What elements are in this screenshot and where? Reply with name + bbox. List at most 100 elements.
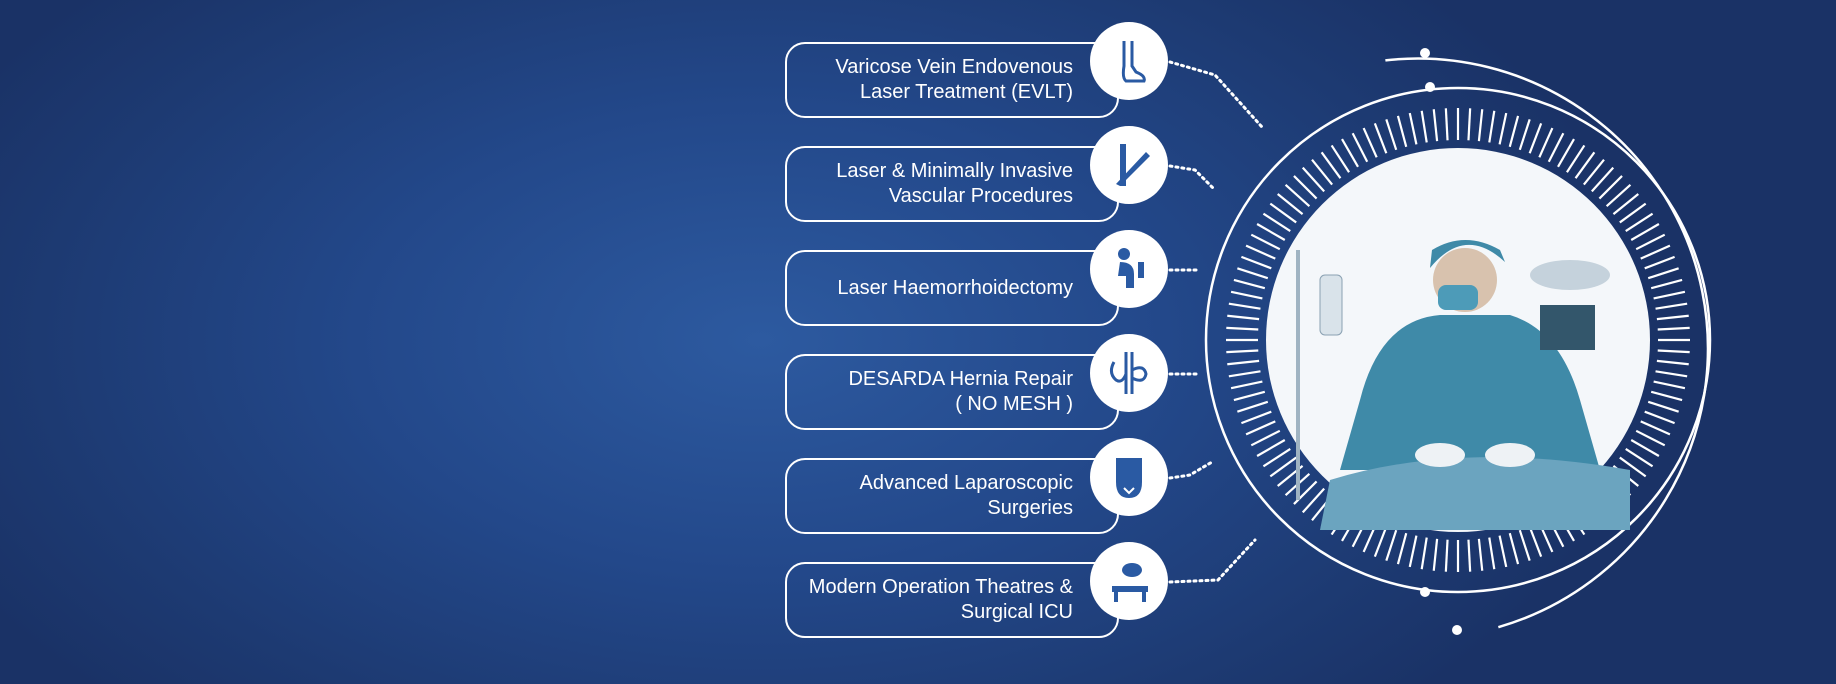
service-item[interactable]: Varicose Vein Endovenous Laser Treatment… <box>785 42 1119 118</box>
ring-tick <box>1467 108 1472 141</box>
ring-tick <box>1547 132 1565 163</box>
ring-tick <box>1293 480 1318 505</box>
ring-tick <box>1518 119 1531 151</box>
ring-tick <box>1508 115 1520 148</box>
ring-tick <box>1566 144 1586 173</box>
ring-tick <box>1269 202 1297 224</box>
service-label: Modern Operation Theatres & Surgical ICU <box>808 576 1073 623</box>
ring-tick <box>1619 456 1647 478</box>
ring-tick <box>1488 537 1496 570</box>
surgeon-illustration <box>1296 240 1630 530</box>
service-item[interactable]: Advanced Laparoscopic Surgeries <box>785 458 1119 534</box>
ring-tick <box>1262 448 1291 468</box>
ring-tick <box>1396 532 1408 565</box>
ring-tick <box>1226 326 1259 331</box>
ring-tick <box>1653 290 1686 300</box>
ring-tick <box>1635 233 1666 251</box>
ring-tick <box>1655 370 1688 378</box>
ring-tick <box>1477 109 1484 142</box>
toilet-person-icon <box>1090 230 1168 308</box>
ring-tick <box>1528 526 1543 557</box>
ring-tick <box>1237 400 1269 413</box>
ring-tick <box>1630 223 1660 241</box>
ring-tick <box>1250 233 1281 251</box>
ring-tick <box>1228 370 1261 378</box>
ring-tick <box>1655 302 1688 310</box>
service-label: DESARDA Hernia Repair ( NO MESH ) <box>848 368 1073 415</box>
ring-tick <box>1574 151 1596 179</box>
ring-tick <box>1408 112 1418 145</box>
outer-ring <box>1204 86 1712 594</box>
ring-tick <box>1644 255 1675 270</box>
ring-tick <box>1301 166 1325 193</box>
ring-tick <box>1250 429 1281 447</box>
connector-dots <box>1168 60 1264 129</box>
ring-tick <box>1619 202 1647 224</box>
service-item[interactable]: Laser & Minimally Invasive Vascular Proc… <box>785 146 1119 222</box>
ring-tick <box>1233 390 1266 402</box>
ring-tick <box>1518 529 1531 561</box>
ring-tick <box>1228 302 1261 310</box>
ring-tick <box>1647 400 1679 413</box>
ring-tick <box>1311 159 1333 186</box>
ring-tick <box>1373 123 1388 154</box>
ring-tick <box>1230 380 1263 390</box>
ring-tick <box>1230 290 1263 300</box>
abdomen-laparoscopy-icon <box>1090 438 1168 516</box>
ring-tick <box>1227 314 1260 321</box>
ring-tick <box>1612 193 1639 215</box>
ring-tick <box>1630 439 1660 457</box>
service-label: Advanced Laparoscopic Surgeries <box>859 472 1073 519</box>
ring-tick <box>1583 159 1605 186</box>
ring-tick <box>1432 538 1439 571</box>
ring-tick <box>1330 144 1350 173</box>
ring-tick <box>1598 175 1623 200</box>
ring-tick <box>1385 119 1398 151</box>
ring-tick <box>1647 267 1679 280</box>
ring-tick <box>1241 255 1272 270</box>
ring-tick <box>1373 526 1388 557</box>
ring-tick <box>1284 183 1311 207</box>
ring-tick <box>1362 127 1378 158</box>
ring-tick <box>1351 132 1369 163</box>
ring-tick <box>1657 326 1690 331</box>
ring-tick <box>1656 359 1689 366</box>
service-item[interactable]: DESARDA Hernia Repair ( NO MESH ) <box>785 354 1119 430</box>
ring-tick <box>1385 529 1398 561</box>
service-item[interactable]: Laser Haemorrhoidectomy <box>785 250 1119 326</box>
ring-tick <box>1557 138 1575 168</box>
ring-tick <box>1650 278 1683 290</box>
ring-tick <box>1262 212 1291 232</box>
ring-tick <box>1226 349 1259 354</box>
ring-tick <box>1640 420 1671 436</box>
ring-tick <box>1625 448 1654 468</box>
ring-tick <box>1644 410 1675 425</box>
ring-tick <box>1432 109 1439 142</box>
ring-tick <box>1245 420 1276 436</box>
ring-tick <box>1293 175 1318 200</box>
ring-tick <box>1241 410 1272 425</box>
ring-tick <box>1256 439 1286 457</box>
service-label: Varicose Vein Endovenous Laser Treatment… <box>835 56 1073 103</box>
ring-tick <box>1508 532 1520 565</box>
ring-tick <box>1420 110 1428 143</box>
service-item[interactable]: Modern Operation Theatres & Surgical ICU <box>785 562 1119 638</box>
ring-tick <box>1277 193 1304 215</box>
ring-tick <box>1498 535 1508 568</box>
ring-tick <box>1640 244 1671 260</box>
ring-tick <box>1625 212 1654 232</box>
ring-tick <box>1233 278 1266 290</box>
ring-tick <box>1538 127 1554 158</box>
ring-tick <box>1605 183 1632 207</box>
ring-tick <box>1245 244 1276 260</box>
ring-tick <box>1444 108 1449 141</box>
connector-dots <box>1168 164 1217 192</box>
ring-tick <box>1444 539 1449 572</box>
ring-tick <box>1477 538 1484 571</box>
scalpel-vessel-icon <box>1090 126 1168 204</box>
ring-tick <box>1657 349 1690 354</box>
ring-tick <box>1396 115 1408 148</box>
ring-tick <box>1256 223 1286 241</box>
ring-tick <box>1635 429 1666 447</box>
ring-tick <box>1301 487 1325 514</box>
